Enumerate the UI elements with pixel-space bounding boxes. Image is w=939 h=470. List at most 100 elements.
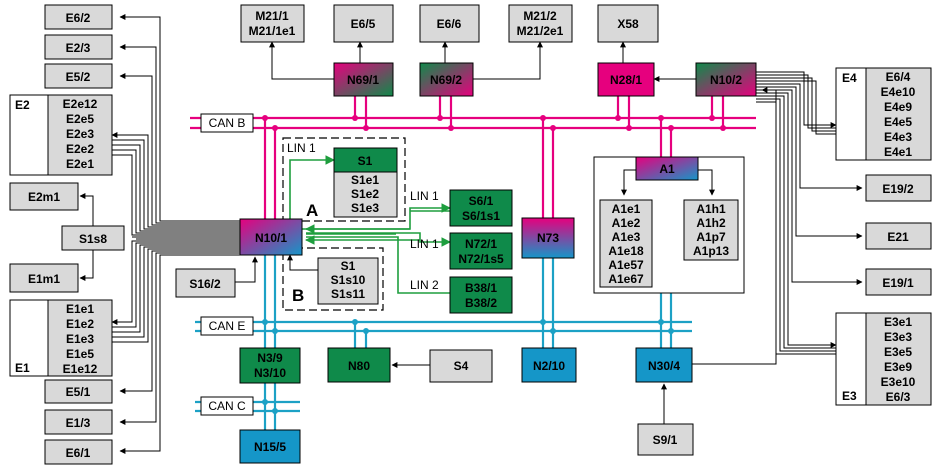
svg-text:E19/1: E19/1: [882, 276, 914, 290]
box-e1m1: E1m1: [9, 263, 79, 293]
svg-text:S9/1: S9/1: [653, 433, 678, 447]
can-b-bus: [190, 96, 756, 220]
svg-text:E2: E2: [15, 98, 30, 112]
svg-text:A1h2: A1h2: [696, 216, 726, 230]
svg-text:LIN 1: LIN 1: [287, 141, 316, 155]
svg-text:A1e18: A1e18: [608, 244, 644, 258]
svg-text:B38/1: B38/1: [465, 281, 497, 295]
lin-wires: [289, 155, 451, 294]
svg-text:E4e5: E4e5: [884, 115, 912, 129]
svg-text:S1e3: S1e3: [351, 201, 379, 215]
svg-text:S1s11: S1s11: [331, 287, 365, 301]
svg-text:A1e57: A1e57: [608, 258, 644, 272]
svg-text:M21/2: M21/2: [523, 9, 557, 23]
svg-text:E21: E21: [887, 230, 909, 244]
svg-text:E1e5: E1e5: [66, 347, 94, 361]
module-n10-1: N10/1: [239, 218, 303, 256]
svg-text:E1: E1: [15, 361, 30, 375]
svg-text:A1e67: A1e67: [608, 272, 644, 286]
svg-text:A: A: [306, 201, 318, 220]
svg-text:E3e10: E3e10: [881, 375, 916, 389]
svg-text:E19/2: E19/2: [882, 182, 914, 196]
box-e2m1: E2m1: [9, 182, 79, 211]
svg-text:N15/5: N15/5: [254, 440, 286, 454]
box-s16-2: S16/2: [175, 268, 236, 298]
svg-text:N2/10: N2/10: [533, 359, 565, 373]
svg-text:E2e12: E2e12: [63, 97, 98, 111]
svg-text:N3/10: N3/10: [254, 366, 286, 380]
svg-text:LIN 1: LIN 1: [410, 237, 439, 251]
top-wires: [269, 41, 696, 82]
right-wires: [692, 71, 863, 365]
module-n10-2: N10/2: [695, 62, 757, 97]
group-a1: A1 A1e1 A1e2 A1e3 A1e18 A1e57 A1e67 A1h1…: [593, 156, 745, 294]
box-s1s8: S1s8: [61, 225, 125, 251]
group-e4: E4 E6/4 E4e10 E4e9 E4e5 E4e3 E4e1: [835, 67, 932, 161]
svg-text:CAN E: CAN E: [209, 319, 246, 333]
svg-text:S1: S1: [358, 154, 373, 168]
box-e2-3: E2/3: [44, 34, 113, 60]
svg-text:E5/1: E5/1: [66, 385, 91, 399]
group-e1: E1 E1e1 E1e2 E1e3 E1e5 E1e12: [9, 299, 113, 377]
box-e19-2: E19/2: [865, 174, 932, 202]
module-n73: N73: [521, 217, 575, 259]
svg-text:E2m1: E2m1: [28, 190, 60, 204]
svg-text:E6/4: E6/4: [886, 70, 911, 84]
svg-text:N10/1: N10/1: [255, 231, 287, 245]
svg-text:E4e3: E4e3: [884, 130, 912, 144]
svg-text:A1h1: A1h1: [696, 202, 726, 216]
svg-text:E2e3: E2e3: [66, 127, 94, 141]
box-e5-1: E5/1: [44, 379, 113, 404]
module-n69-1: N69/1: [333, 62, 394, 97]
svg-text:E1e2: E1e2: [66, 317, 94, 331]
svg-text:N73: N73: [537, 231, 559, 245]
svg-text:CAN B: CAN B: [209, 116, 246, 130]
group-b-dashed: B: [282, 247, 384, 311]
svg-text:N69/2: N69/2: [430, 73, 462, 87]
svg-text:M21/1: M21/1: [255, 9, 289, 23]
svg-text:E2e2: E2e2: [66, 142, 94, 156]
module-n15-5: N15/5: [239, 429, 301, 464]
svg-text:E4: E4: [842, 71, 857, 85]
svg-text:E4e9: E4e9: [884, 100, 912, 114]
svg-text:N28/1: N28/1: [610, 73, 642, 87]
svg-text:B38/2: B38/2: [465, 296, 497, 310]
svg-text:E4e1: E4e1: [884, 145, 912, 159]
s16-wire: [235, 256, 258, 283]
group-e3: E3 E3e1 E3e3 E3e5 E3e9 E3e10 E6/3: [835, 312, 932, 406]
svg-text:S1e2: S1e2: [351, 187, 379, 201]
svg-text:N30/4: N30/4: [648, 359, 680, 373]
box-b38-1: B38/1 B38/2: [449, 276, 513, 314]
svg-text:M21/2e1: M21/2e1: [517, 24, 564, 38]
svg-text:N72/1: N72/1: [465, 237, 497, 251]
svg-text:N69/1: N69/1: [347, 73, 379, 87]
svg-text:A1p7: A1p7: [696, 230, 726, 244]
svg-text:E1m1: E1m1: [28, 272, 60, 286]
svg-text:LIN 2: LIN 2: [410, 278, 439, 292]
box-m21-2: M21/2 M21/2e1: [508, 4, 573, 43]
svg-text:E3e9: E3e9: [884, 360, 912, 374]
svg-text:X58: X58: [617, 17, 639, 31]
svg-text:E1e1: E1e1: [66, 302, 94, 316]
left-fan-wires: [79, 14, 240, 454]
svg-text:S1s10: S1s10: [331, 273, 366, 287]
module-n3-9: N3/9 N3/10: [239, 347, 301, 384]
box-e21: E21: [865, 222, 932, 250]
can-c-label: CAN C: [200, 396, 254, 416]
box-n72-1: N72/1 N72/1s5: [449, 232, 513, 270]
svg-text:S6/1: S6/1: [469, 194, 494, 208]
svg-text:E2e1: E2e1: [66, 157, 94, 171]
svg-text:E6/6: E6/6: [437, 17, 462, 31]
can-b-label: CAN B: [200, 113, 254, 133]
box-e6-1: E6/1: [44, 439, 113, 465]
svg-text:N80: N80: [348, 359, 370, 373]
svg-text:E6/5: E6/5: [351, 17, 376, 31]
svg-text:A1p13: A1p13: [693, 244, 729, 258]
group-e2: E2 E2e12 E2e5 E2e3 E2e2 E2e1: [9, 94, 113, 176]
svg-text:N72/1s5: N72/1s5: [458, 252, 504, 266]
box-e5-2: E5/2: [44, 63, 113, 89]
box-e6-2: E6/2: [44, 4, 113, 30]
box-s6-1: S6/1 S6/1s1: [449, 189, 513, 227]
